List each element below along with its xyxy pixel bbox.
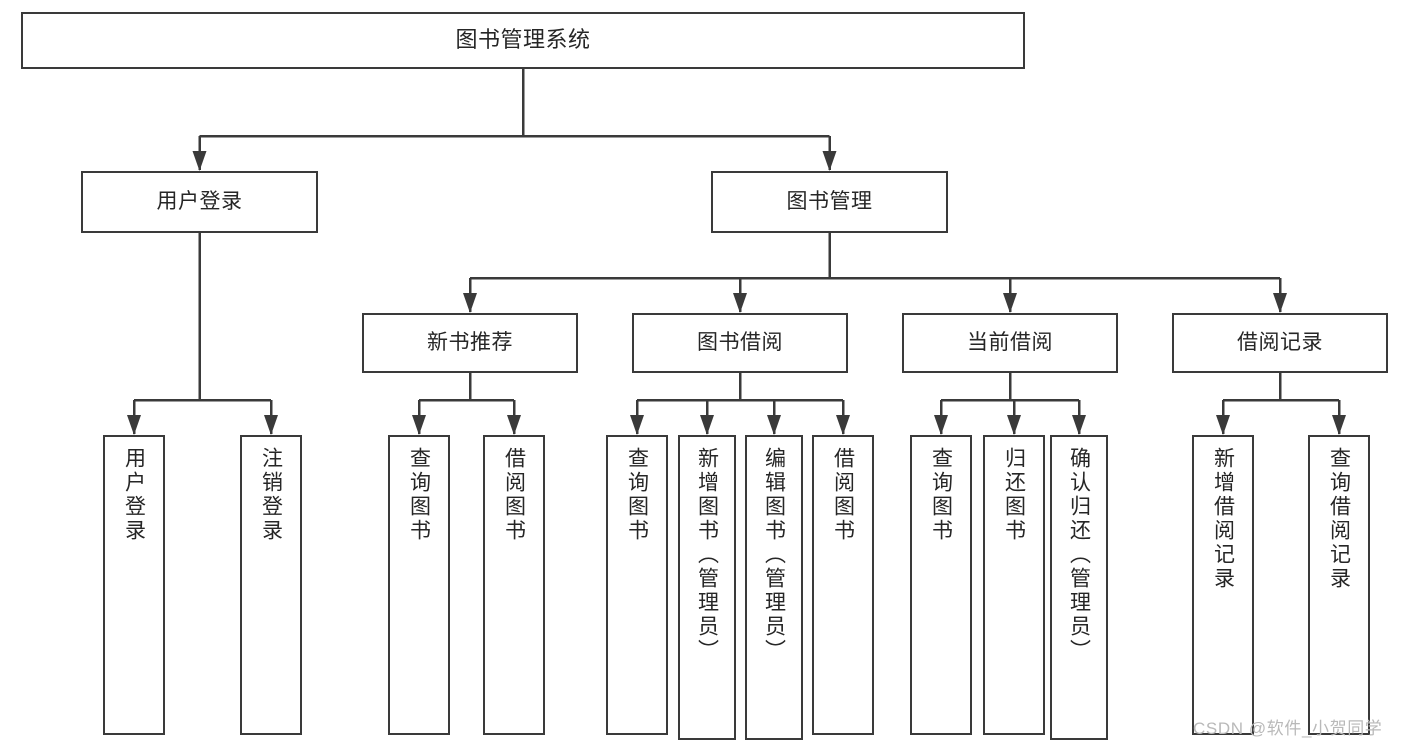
- node-leaf-6[interactable]: 新增图书（管理员）: [678, 435, 736, 740]
- node-label: 编辑图书（管理员）: [762, 447, 786, 663]
- node-login[interactable]: 用户登录: [81, 171, 318, 233]
- node-label: 归还图书: [1002, 447, 1026, 543]
- node-label: 新书推荐: [427, 331, 513, 355]
- node-leaf-5[interactable]: 查询图书: [606, 435, 668, 735]
- node-leaf-10[interactable]: 归还图书: [983, 435, 1045, 735]
- node-label: 注销登录: [259, 447, 283, 543]
- node-label: 新增借阅记录: [1211, 447, 1235, 591]
- node-root[interactable]: 图书管理系统: [21, 12, 1025, 69]
- node-bookmgmt[interactable]: 图书管理: [711, 171, 948, 233]
- node-label: 查询图书: [625, 447, 649, 543]
- node-leaf-1[interactable]: 用户登录: [103, 435, 165, 735]
- node-label: 借阅图书: [831, 447, 855, 543]
- node-leaf-2[interactable]: 注销登录: [240, 435, 302, 735]
- node-leaf-8[interactable]: 借阅图书: [812, 435, 874, 735]
- node-label: 用户登录: [156, 190, 243, 214]
- node-leaf-11[interactable]: 确认归还（管理员）: [1050, 435, 1108, 740]
- node-label: 借阅记录: [1237, 331, 1323, 355]
- watermark: CSDN @软件_小贺同学: [1193, 719, 1383, 738]
- node-label: 查询借阅记录: [1327, 447, 1351, 591]
- node-leaf-9[interactable]: 查询图书: [910, 435, 972, 735]
- node-label: 图书借阅: [697, 331, 783, 355]
- node-borrow[interactable]: 图书借阅: [632, 313, 848, 373]
- node-label: 查询图书: [929, 447, 953, 543]
- node-label: 图书管理: [786, 190, 873, 214]
- node-leaf-7[interactable]: 编辑图书（管理员）: [745, 435, 803, 740]
- node-label: 借阅图书: [502, 447, 526, 543]
- node-records[interactable]: 借阅记录: [1172, 313, 1388, 373]
- node-label: 新增图书（管理员）: [695, 447, 719, 663]
- node-current[interactable]: 当前借阅: [902, 313, 1118, 373]
- node-label: 用户登录: [122, 447, 146, 543]
- node-leaf-3[interactable]: 查询图书: [388, 435, 450, 735]
- node-leaf-4[interactable]: 借阅图书: [483, 435, 545, 735]
- node-label: 查询图书: [407, 447, 431, 543]
- node-label: 当前借阅: [967, 331, 1053, 355]
- node-label: 图书管理系统: [455, 27, 591, 53]
- node-leaf-12[interactable]: 新增借阅记录: [1192, 435, 1254, 735]
- node-newbook[interactable]: 新书推荐: [362, 313, 578, 373]
- node-label: 确认归还（管理员）: [1067, 447, 1091, 663]
- node-leaf-13[interactable]: 查询借阅记录: [1308, 435, 1370, 735]
